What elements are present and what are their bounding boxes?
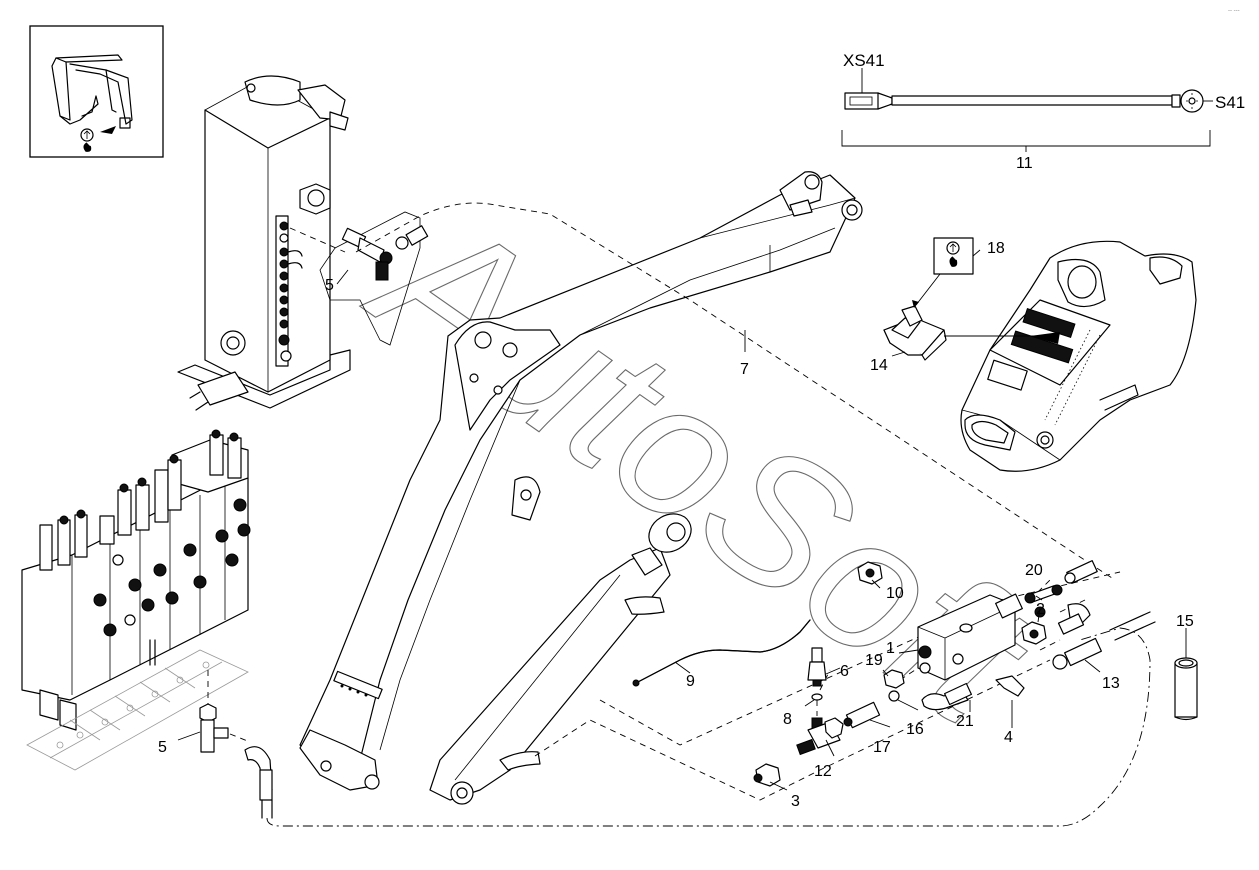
locator-inset xyxy=(29,25,164,158)
valve-ports xyxy=(93,498,251,637)
callout-8: 8 xyxy=(783,711,792,728)
valve-tee-fitting xyxy=(199,670,251,753)
boom xyxy=(299,171,863,791)
boom-cylinder xyxy=(429,513,692,805)
check-valve-17 xyxy=(843,701,881,729)
callout-11: 11 xyxy=(1016,155,1033,172)
hose-13 xyxy=(1052,611,1156,670)
hose-21 xyxy=(921,682,973,711)
callout-2: 2 xyxy=(1036,601,1045,618)
fitting-column xyxy=(278,221,303,362)
valve-caps xyxy=(39,429,242,571)
elbow-hose-fitting xyxy=(1057,603,1091,635)
hydraulic-tank xyxy=(177,75,351,411)
control-valve-bank xyxy=(21,429,251,731)
callout-17: 17 xyxy=(873,739,891,756)
leader-lines xyxy=(177,249,1187,791)
excavator-outline-icon xyxy=(51,54,133,134)
wiring-harness xyxy=(841,68,1213,152)
callout-9: 9 xyxy=(686,673,695,690)
control-handle xyxy=(960,240,1197,472)
valve-hose xyxy=(244,746,273,819)
callout-5-valve: 5 xyxy=(158,739,167,756)
drain-plug xyxy=(299,183,331,215)
callout-3: 3 xyxy=(791,793,800,810)
callout-4: 4 xyxy=(1004,729,1013,746)
callout-18: 18 xyxy=(987,240,1005,257)
callout-13: 13 xyxy=(1102,675,1120,692)
callout-1: 1 xyxy=(886,640,895,657)
rocker-switch xyxy=(883,305,1060,361)
pipe xyxy=(632,619,811,687)
callout-14: 14 xyxy=(870,357,888,374)
callout-12: 12 xyxy=(814,763,832,780)
callout-21: 21 xyxy=(956,713,974,730)
boom-top-lug xyxy=(779,171,863,221)
callout-20: 20 xyxy=(1025,562,1043,579)
handle-button-grid xyxy=(1010,307,1076,364)
tank-tee-fitting xyxy=(289,211,429,346)
adapter-fitting-2 xyxy=(1021,621,1047,645)
boom-foot-bracket xyxy=(454,321,561,431)
seal-ring-16 xyxy=(888,690,900,702)
corner-mark: -- --- xyxy=(1228,8,1240,14)
adapter-fitting-3 xyxy=(753,763,781,787)
seal-washer-8 xyxy=(811,693,823,716)
boom-pivot xyxy=(299,729,380,791)
lift-hook-icon xyxy=(946,241,960,267)
adapter-fitting-10 xyxy=(857,561,883,585)
callout-19: 19 xyxy=(865,652,883,669)
callout-15: 15 xyxy=(1176,613,1194,630)
elbow-fitting-4 xyxy=(995,675,1025,697)
callouts: 5 5 7 9 10 20 2 1 19 6 8 12 17 16 21 4 1… xyxy=(158,51,1245,810)
boom-cylinder-lug xyxy=(511,476,541,521)
callout-10: 10 xyxy=(886,585,904,602)
pipe-clamp xyxy=(333,670,383,700)
callout-16: 16 xyxy=(906,721,924,738)
callout-6: 6 xyxy=(840,663,849,680)
connector-label-s41: S41 xyxy=(1215,93,1245,112)
plug-19 xyxy=(883,669,905,689)
lift-hook-icon xyxy=(80,128,94,152)
callout-7: 7 xyxy=(740,361,749,378)
connector-label-xs41: XS41 xyxy=(843,51,885,70)
valve-block xyxy=(917,593,1023,681)
gasket-plate xyxy=(26,649,249,771)
tee-fitting-12 xyxy=(796,717,844,756)
return-line xyxy=(266,627,1151,827)
switch-symbol-label xyxy=(912,237,974,308)
tee-fitting-20 xyxy=(1024,560,1098,618)
callout-5-tank: 5 xyxy=(325,277,334,294)
pressure-switch-6 xyxy=(807,647,827,687)
sleeve xyxy=(1174,657,1198,721)
